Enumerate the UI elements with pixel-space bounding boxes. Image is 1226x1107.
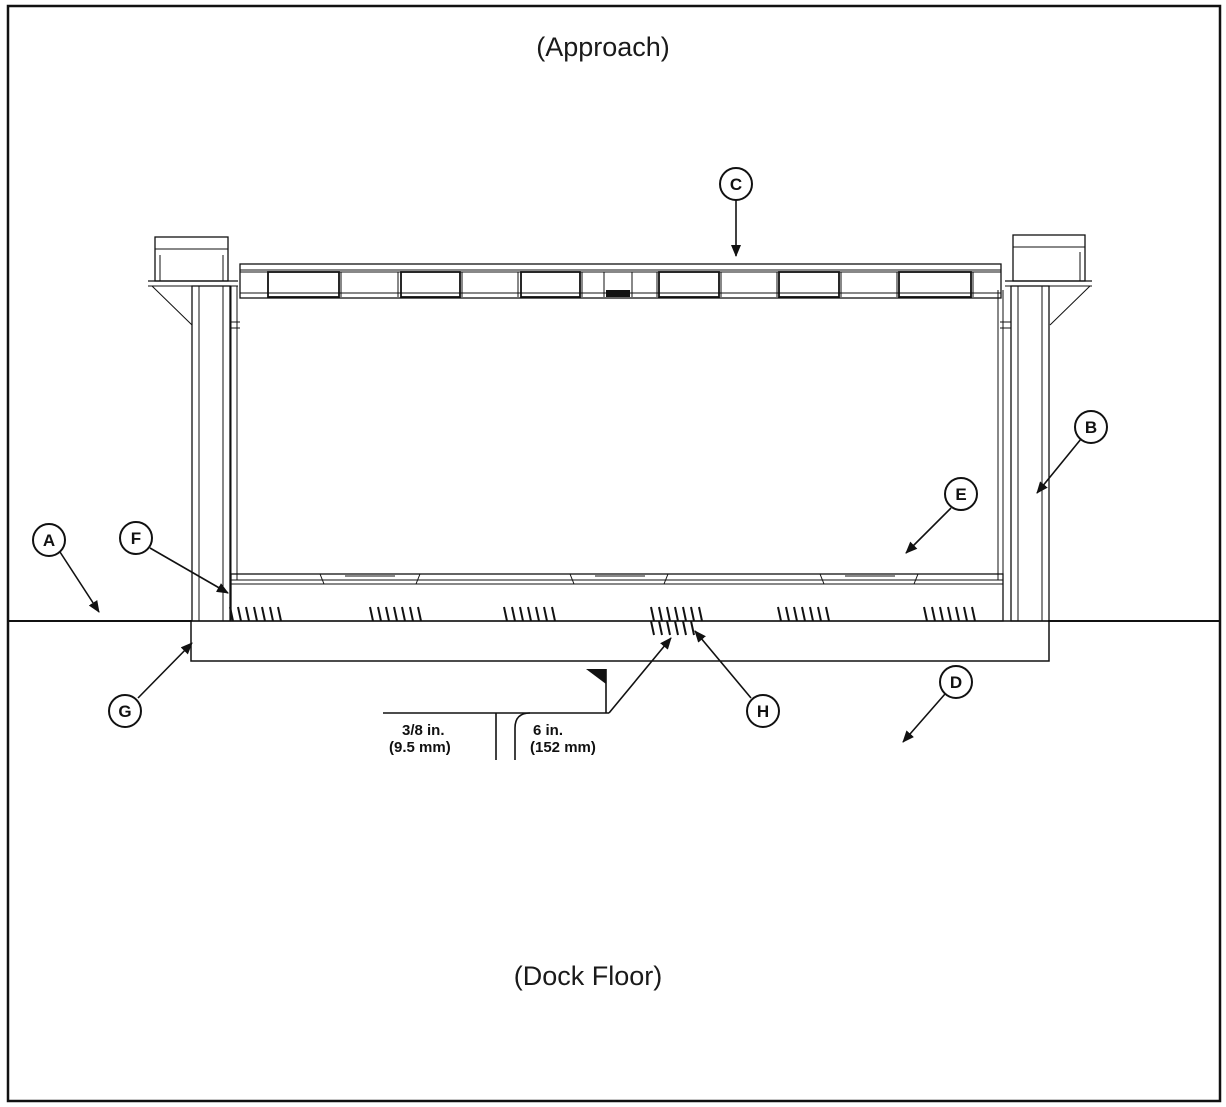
field-weld-flag-icon (586, 669, 606, 684)
dock-floor-label: (Dock Floor) (514, 961, 663, 991)
callout-f: F (119, 521, 153, 555)
callout-d: D (939, 665, 973, 699)
svg-text:G: G (118, 702, 131, 721)
callout-b: B (1074, 410, 1108, 444)
weld-marks (229, 606, 976, 636)
lower-beam (230, 573, 1004, 622)
svg-text:H: H (757, 702, 769, 721)
callout-a: A (32, 523, 66, 557)
weld-symbol: 3/8 in. (9.5 mm) 6 in. (152 mm) (383, 637, 672, 760)
weld-length-in: 6 in. (533, 722, 563, 739)
base-plate (190, 620, 1050, 662)
drawing-frame (6, 4, 1222, 1103)
leader-arrows (59, 200, 1082, 743)
weld-size-mm: (9.5 mm) (389, 739, 451, 756)
callout-e: E (944, 477, 978, 511)
callout-c: C (719, 167, 753, 201)
left-side-frame (148, 236, 240, 622)
svg-text:C: C (730, 175, 742, 194)
approach-label: (Approach) (536, 32, 670, 62)
weld-size-in: 3/8 in. (402, 722, 445, 739)
svg-text:E: E (955, 485, 966, 504)
callout-h: H (746, 694, 780, 728)
top-deck (239, 263, 1002, 299)
svg-text:A: A (43, 531, 55, 550)
svg-text:F: F (131, 529, 141, 548)
right-side-frame (997, 234, 1092, 622)
svg-text:D: D (950, 673, 962, 692)
weld-length-mm: (152 mm) (530, 739, 596, 756)
svg-text:B: B (1085, 418, 1097, 437)
callout-g: G (108, 694, 142, 728)
